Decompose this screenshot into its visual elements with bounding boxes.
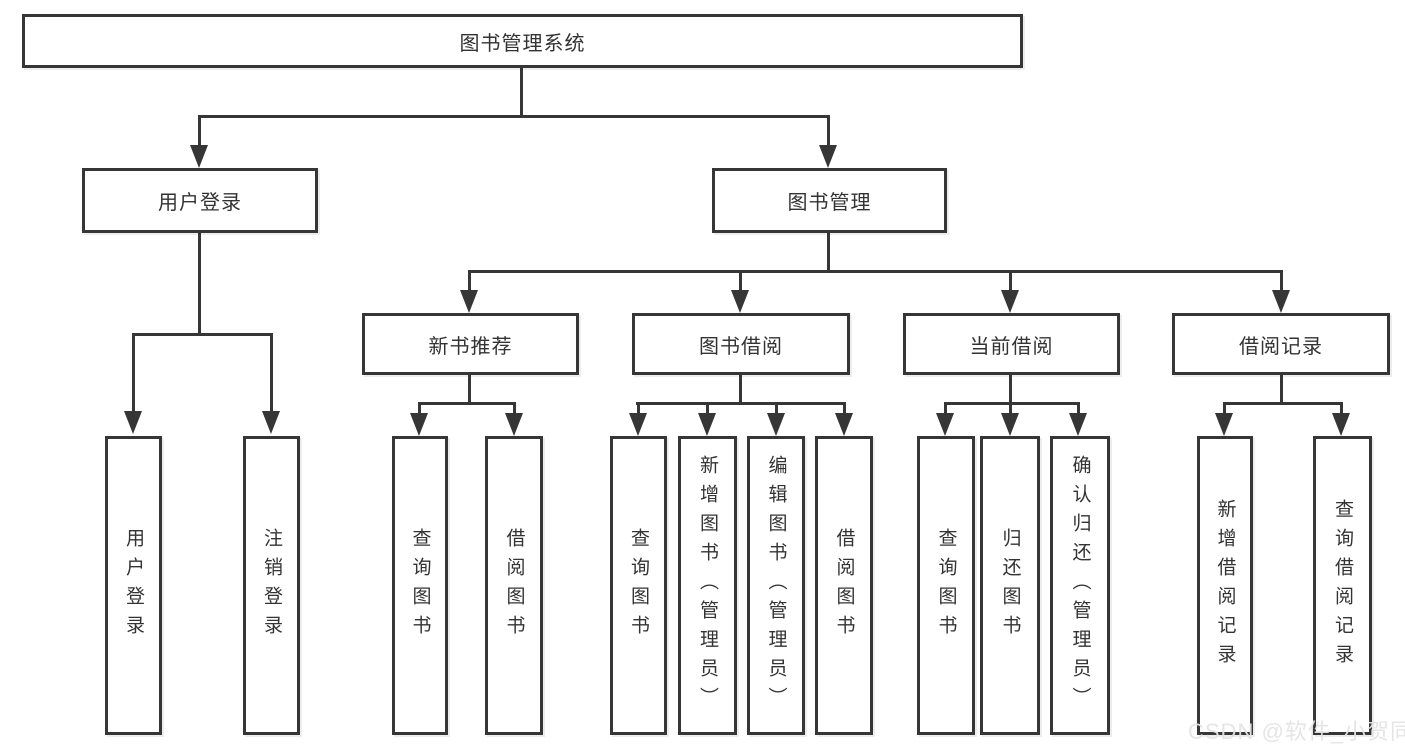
connector-line [637,402,640,414]
leaf-add-borrow-record: 新增借阅记录 [1197,436,1253,735]
arrow-down-icon [1069,413,1087,436]
connector-line [132,333,135,413]
connector-line [1340,402,1343,414]
connector-line [270,333,273,413]
arrow-down-icon [505,413,523,436]
leaf-user-login: 用户登录 [105,436,162,735]
node-new-book-recommend: 新书推荐 [362,313,579,375]
connector-line [827,115,830,147]
node-book-management: 图书管理 [712,168,947,233]
arrow-down-icon [936,413,954,436]
connector-line [418,402,515,405]
node-root: 图书管理系统 [22,14,1023,68]
connector-line [1280,375,1283,405]
arrow-down-icon [124,411,142,434]
node-borrow-records: 借阅记录 [1172,313,1390,375]
node-book-borrow: 图书借阅 [632,313,850,375]
arrow-down-icon [698,413,716,436]
arrow-down-icon [190,145,208,168]
arrow-down-icon [835,413,853,436]
connector-line [468,270,1282,273]
connector-line [1280,270,1283,292]
arrow-down-icon [1215,413,1233,436]
leaf-query-borrow-record: 查询借阅记录 [1313,436,1372,735]
connector-line [775,402,778,414]
connector-line [1077,402,1080,414]
connector-line [1223,402,1226,414]
leaf-borrow-books: 借阅图书 [815,436,873,735]
leaf-confirm-return-admin: 确认归还（管理员） [1050,436,1110,735]
connector-line [827,232,830,272]
arrow-down-icon [1001,413,1019,436]
arrow-down-icon [767,413,785,436]
node-current-borrow: 当前借阅 [903,313,1120,375]
arrow-down-icon [1332,413,1350,436]
connector-line [706,402,709,414]
connector-line [636,402,845,405]
connector-line [198,115,830,118]
arrow-down-icon [731,290,749,313]
connector-line [739,270,742,292]
node-user-login: 用户登录 [82,168,318,233]
connector-line [843,402,846,414]
connector-line [1009,270,1012,292]
arrow-down-icon [460,290,478,313]
leaf-query-books-current: 查询图书 [917,436,975,735]
leaf-query-books-recommend: 查询图书 [392,436,448,735]
connector-line [520,68,523,118]
leaf-logout: 注销登录 [243,436,300,735]
connector-line [1223,402,1342,405]
connector-line [468,270,471,292]
arrow-down-icon [1001,290,1019,313]
connector-line [132,333,273,336]
csdn-watermark: CSDN @软件_小贺同学 [1188,719,1405,744]
leaf-return-book: 归还图书 [980,436,1040,735]
arrow-down-icon [1272,290,1290,313]
arrow-down-icon [410,413,428,436]
connector-line [468,375,471,405]
connector-line [513,402,516,414]
connector-line [1009,375,1012,405]
arrow-down-icon [262,411,280,434]
leaf-edit-book-admin: 编辑图书（管理员） [747,436,805,735]
connector-line [418,402,421,414]
connector-line [198,232,201,335]
arrow-down-icon [629,413,647,436]
leaf-borrow-books-recommend: 借阅图书 [485,436,543,735]
connector-line [1009,402,1012,414]
arrow-down-icon [819,145,837,168]
connector-line [198,115,201,147]
connector-line [739,375,742,405]
leaf-query-books-borrow: 查询图书 [610,436,667,735]
leaf-add-book-admin: 新增图书（管理员） [678,436,737,735]
connector-line [944,402,947,414]
